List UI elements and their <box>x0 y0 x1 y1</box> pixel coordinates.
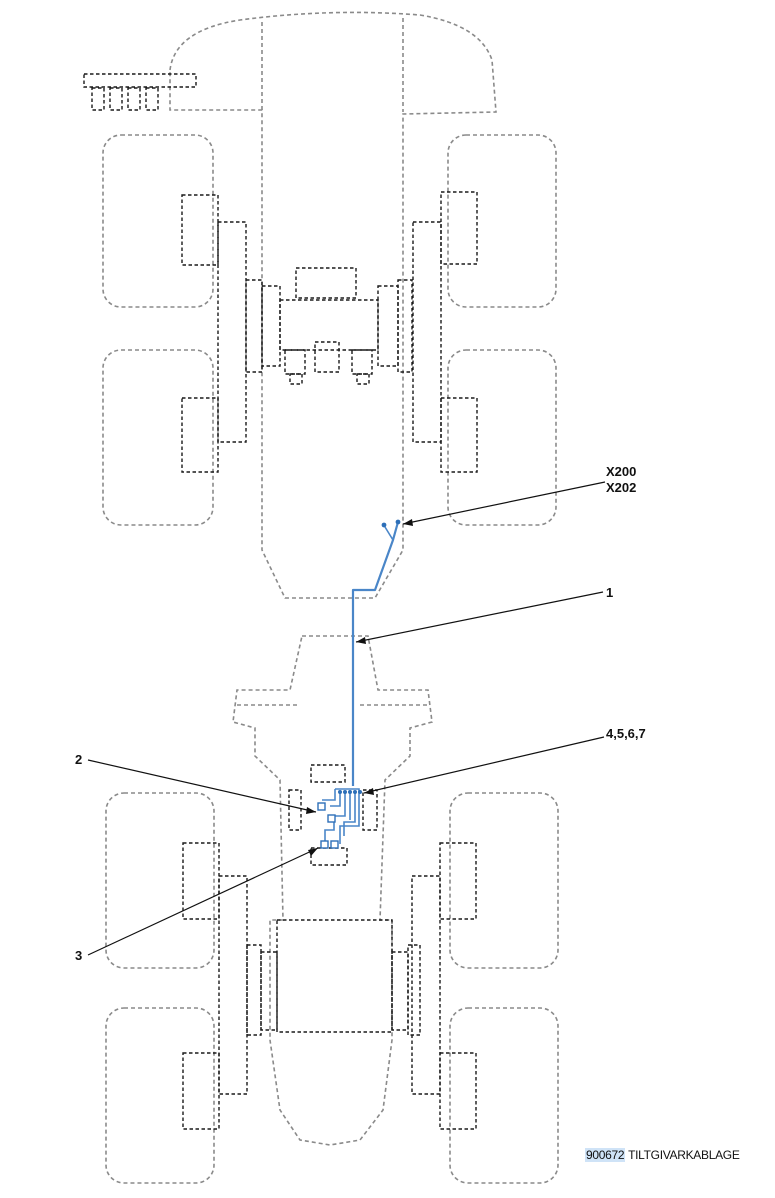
front-right-wheels <box>412 134 557 526</box>
tilt-sensor-harness <box>317 519 401 849</box>
front-axle <box>245 267 413 385</box>
callout-1: 1 <box>606 585 613 600</box>
figure-caption: 900672 TILTGIVARKABLAGE <box>585 1148 740 1162</box>
front-frame-outline <box>169 11 497 599</box>
front-bumper <box>83 73 197 111</box>
callout-3: 3 <box>75 948 82 963</box>
rear-frame-outline <box>232 635 433 1146</box>
rear-right-wheels <box>411 792 559 1184</box>
front-left-wheels <box>102 134 247 526</box>
figure-title: TILTGIVARKABLAGE <box>628 1148 740 1162</box>
rear-axle <box>246 919 421 1036</box>
callout-x200: X200 <box>606 464 636 479</box>
figure-code: 900672 <box>585 1148 626 1162</box>
rear-left-wheels <box>105 792 248 1184</box>
callout-2: 2 <box>75 752 82 767</box>
callout-4-5-6-7: 4,5,6,7 <box>606 726 646 741</box>
callout-x202: X202 <box>606 480 636 495</box>
callout-leaders <box>87 481 606 956</box>
